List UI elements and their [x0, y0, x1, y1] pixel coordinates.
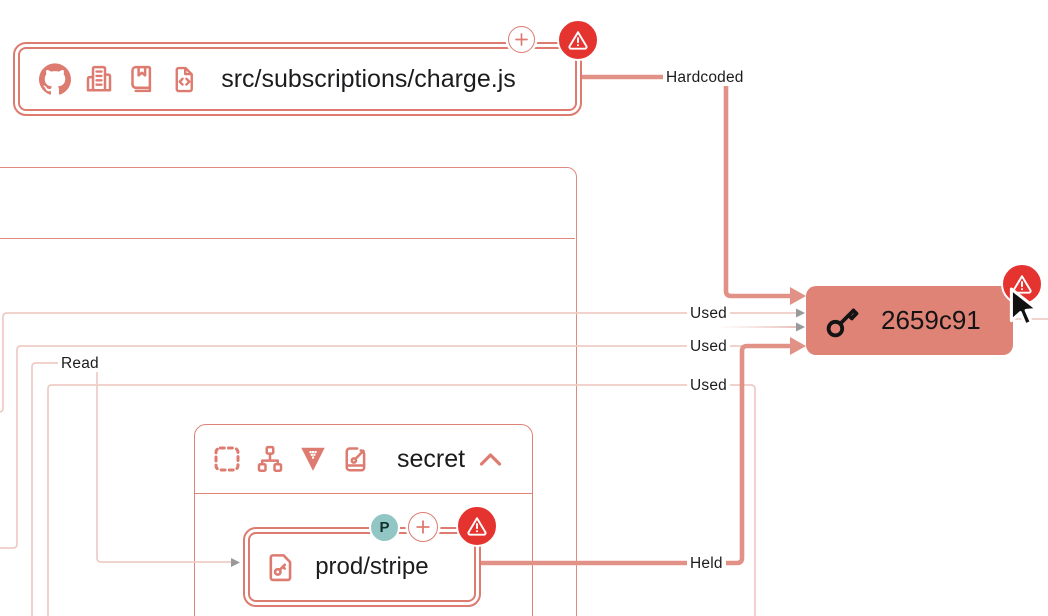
edge-label-read: Read — [58, 355, 102, 372]
file-node-title: src/subscriptions/charge.js — [221, 64, 516, 93]
prod-add-button[interactable] — [408, 512, 438, 542]
github-icon — [39, 63, 72, 95]
arrowhead-hardcoded — [790, 287, 806, 305]
policy-badge[interactable]: P — [369, 512, 400, 543]
arrowhead-used-top — [796, 308, 805, 318]
chevron-up-icon[interactable] — [478, 451, 503, 468]
vault-icon — [298, 444, 328, 474]
prod-stripe-node[interactable]: prod/stripe — [243, 527, 481, 607]
prod-stripe-node-inner: prod/stripe — [248, 532, 476, 602]
org-chart-icon — [255, 444, 285, 474]
selection-icon — [212, 444, 242, 474]
file-node[interactable]: src/subscriptions/charge.js — [13, 42, 582, 116]
repository-icon — [127, 64, 157, 94]
add-button[interactable] — [508, 26, 535, 53]
offscreen-group-header-divider — [0, 238, 575, 239]
prod-alert-badge[interactable] — [456, 505, 498, 547]
document-key-icon — [265, 552, 296, 583]
edge-label-held: Held — [687, 555, 726, 572]
arrowhead-held — [790, 337, 806, 355]
edge-label-used-top: Used — [687, 305, 730, 322]
secret-group-header[interactable]: secret — [195, 425, 532, 494]
file-node-inner: src/subscriptions/charge.js — [18, 47, 577, 111]
secret-key-title: 2659c91 — [881, 305, 981, 335]
arrowhead-unlabeled — [796, 322, 805, 332]
secret-group-title: secret — [397, 444, 466, 473]
secrets-engine-icon — [341, 444, 371, 474]
code-file-icon — [170, 65, 199, 94]
edge-label-hardcoded: Hardcoded — [663, 69, 747, 86]
prod-stripe-title: prod/stripe — [315, 553, 429, 580]
edge-label-used-middle: Used — [687, 338, 730, 355]
edge-label-used-bottom: Used — [687, 377, 730, 394]
organization-icon — [84, 64, 114, 94]
file-alert-badge[interactable] — [557, 19, 599, 61]
mouse-cursor — [1006, 286, 1042, 335]
key-icon — [824, 302, 862, 340]
secret-key-node[interactable]: 2659c91 — [806, 286, 1013, 355]
edge-hardcoded — [576, 74, 792, 299]
